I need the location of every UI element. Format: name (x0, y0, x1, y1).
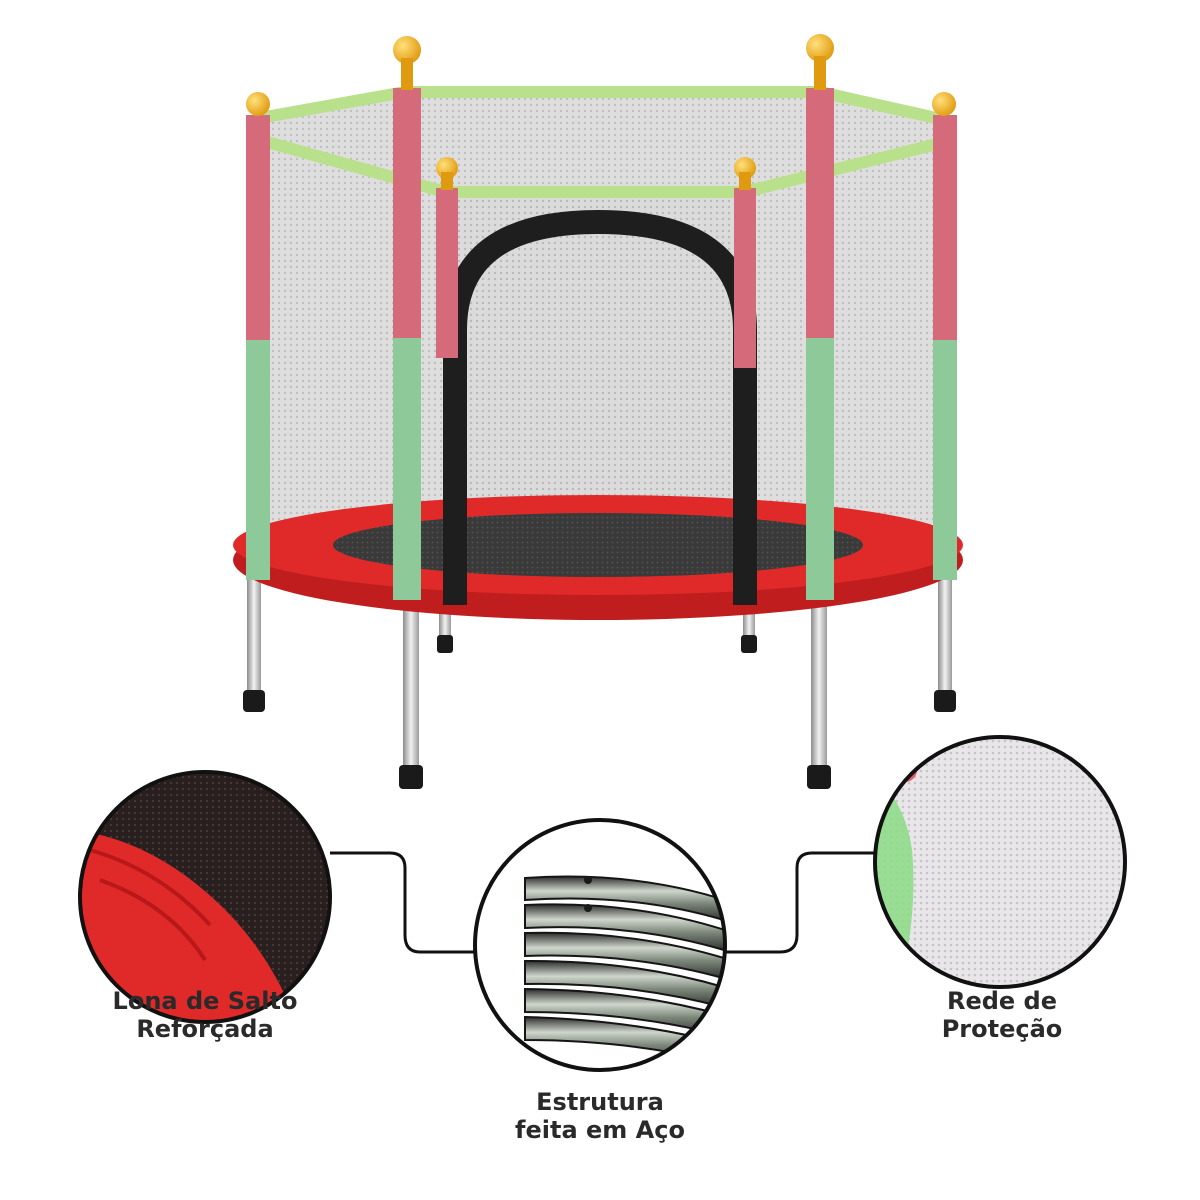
feature-label-line2: Reforçada (136, 1015, 274, 1043)
poles (246, 88, 957, 600)
safety-net-front (445, 190, 745, 540)
feature-label-line1: Rede de (946, 987, 1058, 1015)
feature-label-line2: Proteção (941, 1015, 1063, 1043)
feature-label-line1: Lona de Salto (112, 987, 298, 1015)
jump-mat-detail (78, 770, 332, 1024)
steel-frame-detail (473, 818, 727, 1072)
connector-lines (330, 851, 876, 954)
trampoline (233, 34, 963, 789)
feature-label-line1: Estrutura (536, 1088, 664, 1116)
safety-net-detail (873, 735, 1127, 989)
feature-label-jump-mat: Lona de Salto Reforçada (75, 987, 335, 1043)
top-band (258, 86, 947, 198)
feature-label-steel-frame: Estrutura feita em Aço (470, 1088, 730, 1144)
feature-label-safety-net: Rede de Proteção (872, 987, 1132, 1043)
feature-label-line2: feita em Aço (515, 1116, 685, 1144)
